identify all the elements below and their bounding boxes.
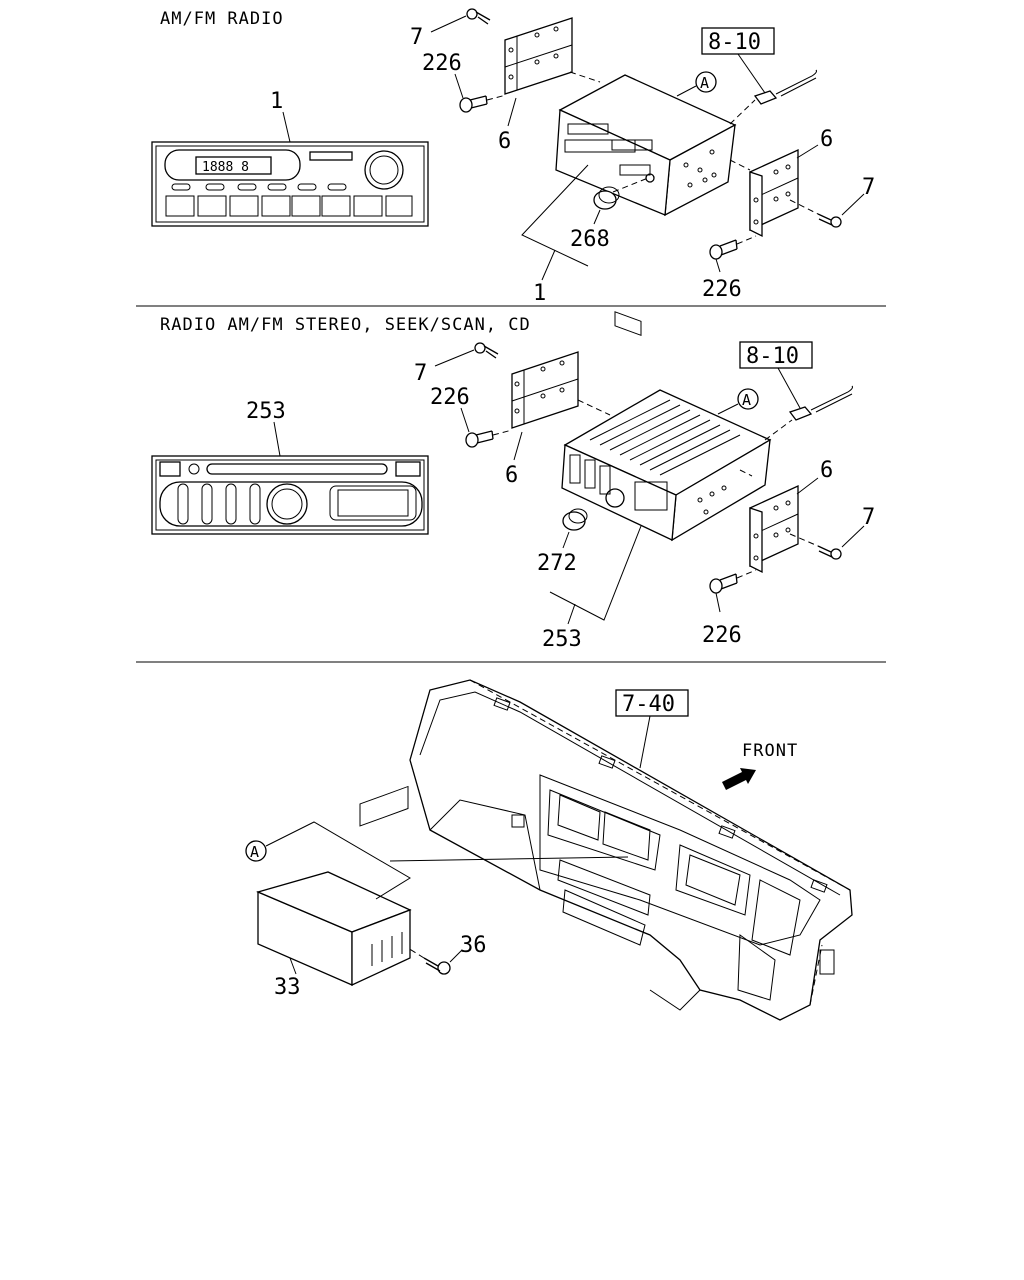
dashboard-panel <box>409 679 853 1021</box>
radio-front-view: 1888 8 1 <box>151 89 429 227</box>
front-label: FRONT <box>742 741 798 761</box>
callout-assembly: 253 <box>542 627 582 652</box>
circle-ref: A <box>700 74 709 92</box>
bolt-bottom: 226 <box>702 235 757 302</box>
ref-box-label: 8-10 <box>708 30 761 55</box>
screw-right: 7 <box>789 505 875 560</box>
callout-bracket-left: 6 <box>505 463 518 488</box>
bracket-right: 6 <box>749 458 833 574</box>
callout-radio-front: 253 <box>246 399 286 424</box>
bolt-bottom: 226 <box>702 569 757 648</box>
knob: 268 <box>570 173 655 252</box>
section-title: RADIO AM/FM STEREO, SEEK/SCAN, CD <box>160 315 531 335</box>
ref-box-8-10: 8-10 <box>739 341 853 421</box>
callout-pocket: 33 <box>274 975 301 1000</box>
knob: 272 <box>537 508 588 576</box>
callout-screw: 36 <box>460 933 487 958</box>
front-indicator: FRONT <box>722 741 798 790</box>
callout-screw-right: 7 <box>862 175 875 200</box>
section-cd-radio: RADIO AM/FM STEREO, SEEK/SCAN, CD 253 <box>136 315 886 663</box>
circle-ref: A <box>250 843 259 861</box>
callout-bolt-bottom: 226 <box>702 277 742 302</box>
ref-box-label: 8-10 <box>746 344 799 369</box>
bolt-top: 226 <box>422 51 507 113</box>
ref-box-label: 7-40 <box>622 692 675 717</box>
radio-unit <box>555 71 756 336</box>
screw-right: 7 <box>789 175 875 228</box>
callout-screw-top: 7 <box>414 361 427 386</box>
callout-assembly: 1 <box>533 281 546 306</box>
section-dashboard: 7-40 FRONT 33 A <box>245 679 853 1021</box>
ref-box-8-10: 8-10 <box>701 27 817 105</box>
callout-bracket-right: 6 <box>820 127 833 152</box>
radio-unit <box>561 389 793 542</box>
circle-ref: A <box>742 391 751 409</box>
screw-top: 7 <box>410 8 491 50</box>
callout-knob: 272 <box>537 551 577 576</box>
callout-screw-top: 7 <box>410 25 423 50</box>
radio-display-text: 1888 8 <box>202 160 249 175</box>
callout-bolt-top: 226 <box>430 385 470 410</box>
bolt-top: 226 <box>430 385 513 448</box>
section-am-fm-radio: AM/FM RADIO 1888 8 1 <box>136 8 886 336</box>
callout-bolt-bottom: 226 <box>702 623 742 648</box>
bracket-left <box>511 351 579 429</box>
bracket-right: 6 <box>749 127 833 238</box>
pocket: 33 <box>256 785 412 1000</box>
screw-top: 7 <box>414 342 499 386</box>
callout-bracket-right: 6 <box>820 458 833 483</box>
callout-knob: 268 <box>570 227 610 252</box>
callout-bracket-left: 6 <box>498 129 511 154</box>
screw: 36 <box>407 933 487 975</box>
ref-box-7-40: 7-40 <box>615 689 689 769</box>
radio-front-view: 253 <box>151 399 429 535</box>
bracket-left <box>504 17 573 95</box>
callout-screw-right: 7 <box>862 505 875 530</box>
callout-radio-front: 1 <box>270 89 283 114</box>
section-title: AM/FM RADIO <box>160 9 284 29</box>
callout-bolt-top: 226 <box>422 51 462 76</box>
front-arrow-icon <box>722 768 756 790</box>
